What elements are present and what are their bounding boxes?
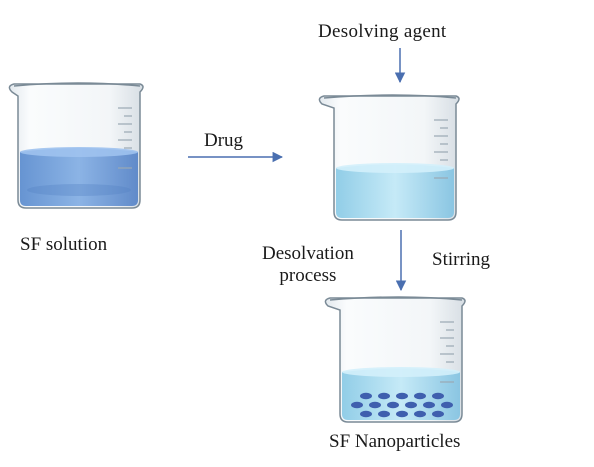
desolving-agent-label: Desolving agent <box>318 21 447 42</box>
desolvation-line1: Desolvation <box>262 243 354 264</box>
desolvation-line2: process <box>279 265 337 286</box>
desolvation-process-label: Desolvation process <box>262 243 354 287</box>
drug-label: Drug <box>204 130 244 151</box>
sf-solution-label: SF solution <box>20 234 108 255</box>
beaker-icon-nanoparticles <box>324 296 466 423</box>
beaker-icon-sf-solution <box>8 82 144 209</box>
sf-nanoparticles-label: SF Nanoparticles <box>329 431 461 452</box>
particle-icon-group <box>351 392 453 418</box>
beaker-icon-drug <box>318 94 460 221</box>
stirring-label: Stirring <box>432 249 491 270</box>
